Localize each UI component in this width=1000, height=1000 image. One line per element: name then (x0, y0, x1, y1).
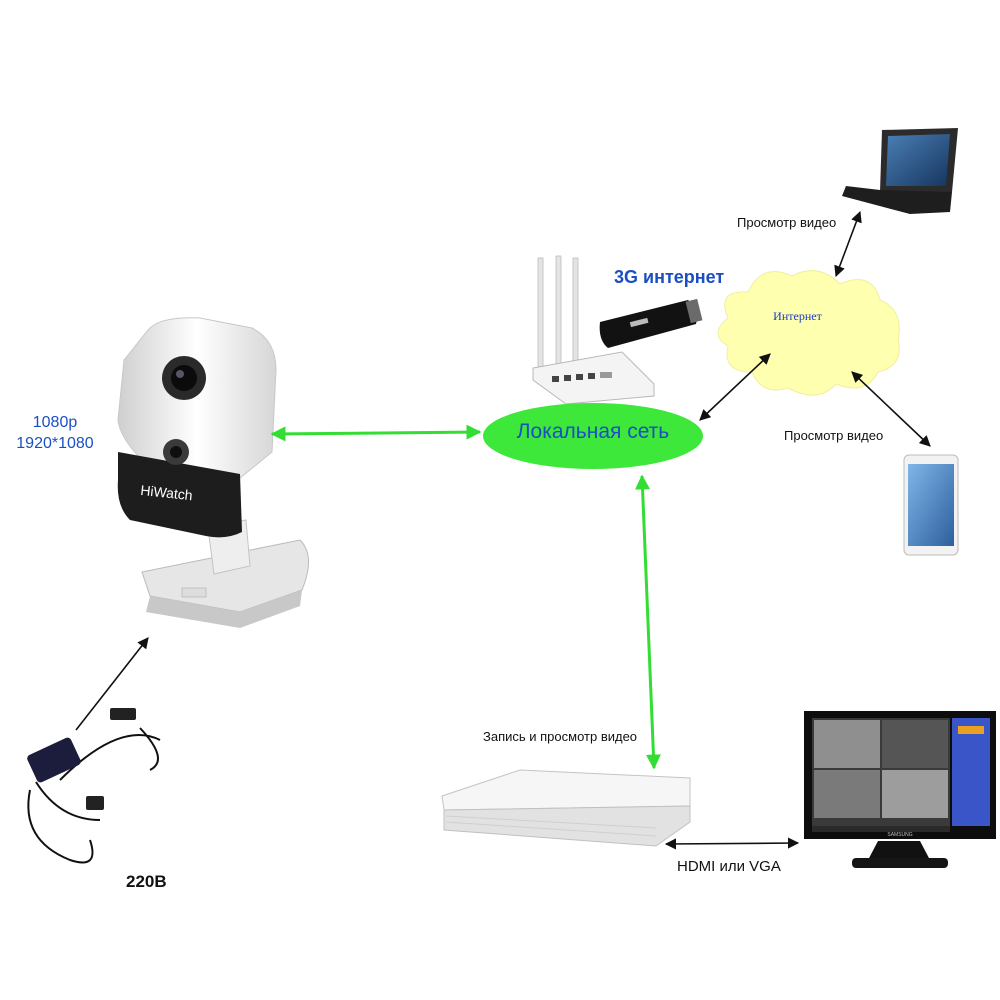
power-adapter (27, 708, 161, 864)
local-network-ellipse (483, 403, 703, 469)
modem-3g-label: 3G интернет (614, 267, 725, 287)
laptop-view-caption: Просмотр видео (737, 215, 837, 230)
arrow-internet-to-phone (851, 371, 931, 447)
arrow-camera-to-lan (270, 424, 482, 442)
internet-label: Интернет (773, 309, 822, 323)
local-network-label: Локальная сеть (516, 420, 670, 443)
monitor-link-label: HDMI или VGA (677, 858, 781, 875)
recorder-caption: Запись и просмотр видео (483, 729, 638, 744)
laptop (842, 128, 958, 214)
arrow-lan-to-recorder (635, 474, 661, 770)
ip-camera (117, 317, 309, 628)
arrow-power-to-camera (75, 637, 149, 731)
camera-resolution: 1080p (32, 414, 78, 431)
usb-modem (599, 298, 703, 348)
arrow-recorder-to-monitor (664, 837, 800, 850)
power-voltage-label: 220В (126, 872, 167, 891)
camera-brand-logo: HiWatch (140, 482, 194, 503)
video-recorder (441, 769, 691, 847)
router (532, 255, 655, 405)
camera-base-label (181, 587, 207, 598)
connections (75, 210, 931, 850)
smartphone (903, 454, 959, 556)
camera-resolution-label: 1080p 1920*1080 (0, 412, 110, 454)
monitor-brand: SAMSUNG (887, 832, 912, 838)
camera-resolution-pixels: 1920*1080 (16, 435, 94, 452)
arrow-internet-to-laptop (834, 210, 862, 278)
monitor: SAMSUNG (804, 711, 996, 868)
arrow-lan-to-internet (699, 353, 771, 421)
phone-view-caption: Просмотр видео (784, 428, 884, 443)
